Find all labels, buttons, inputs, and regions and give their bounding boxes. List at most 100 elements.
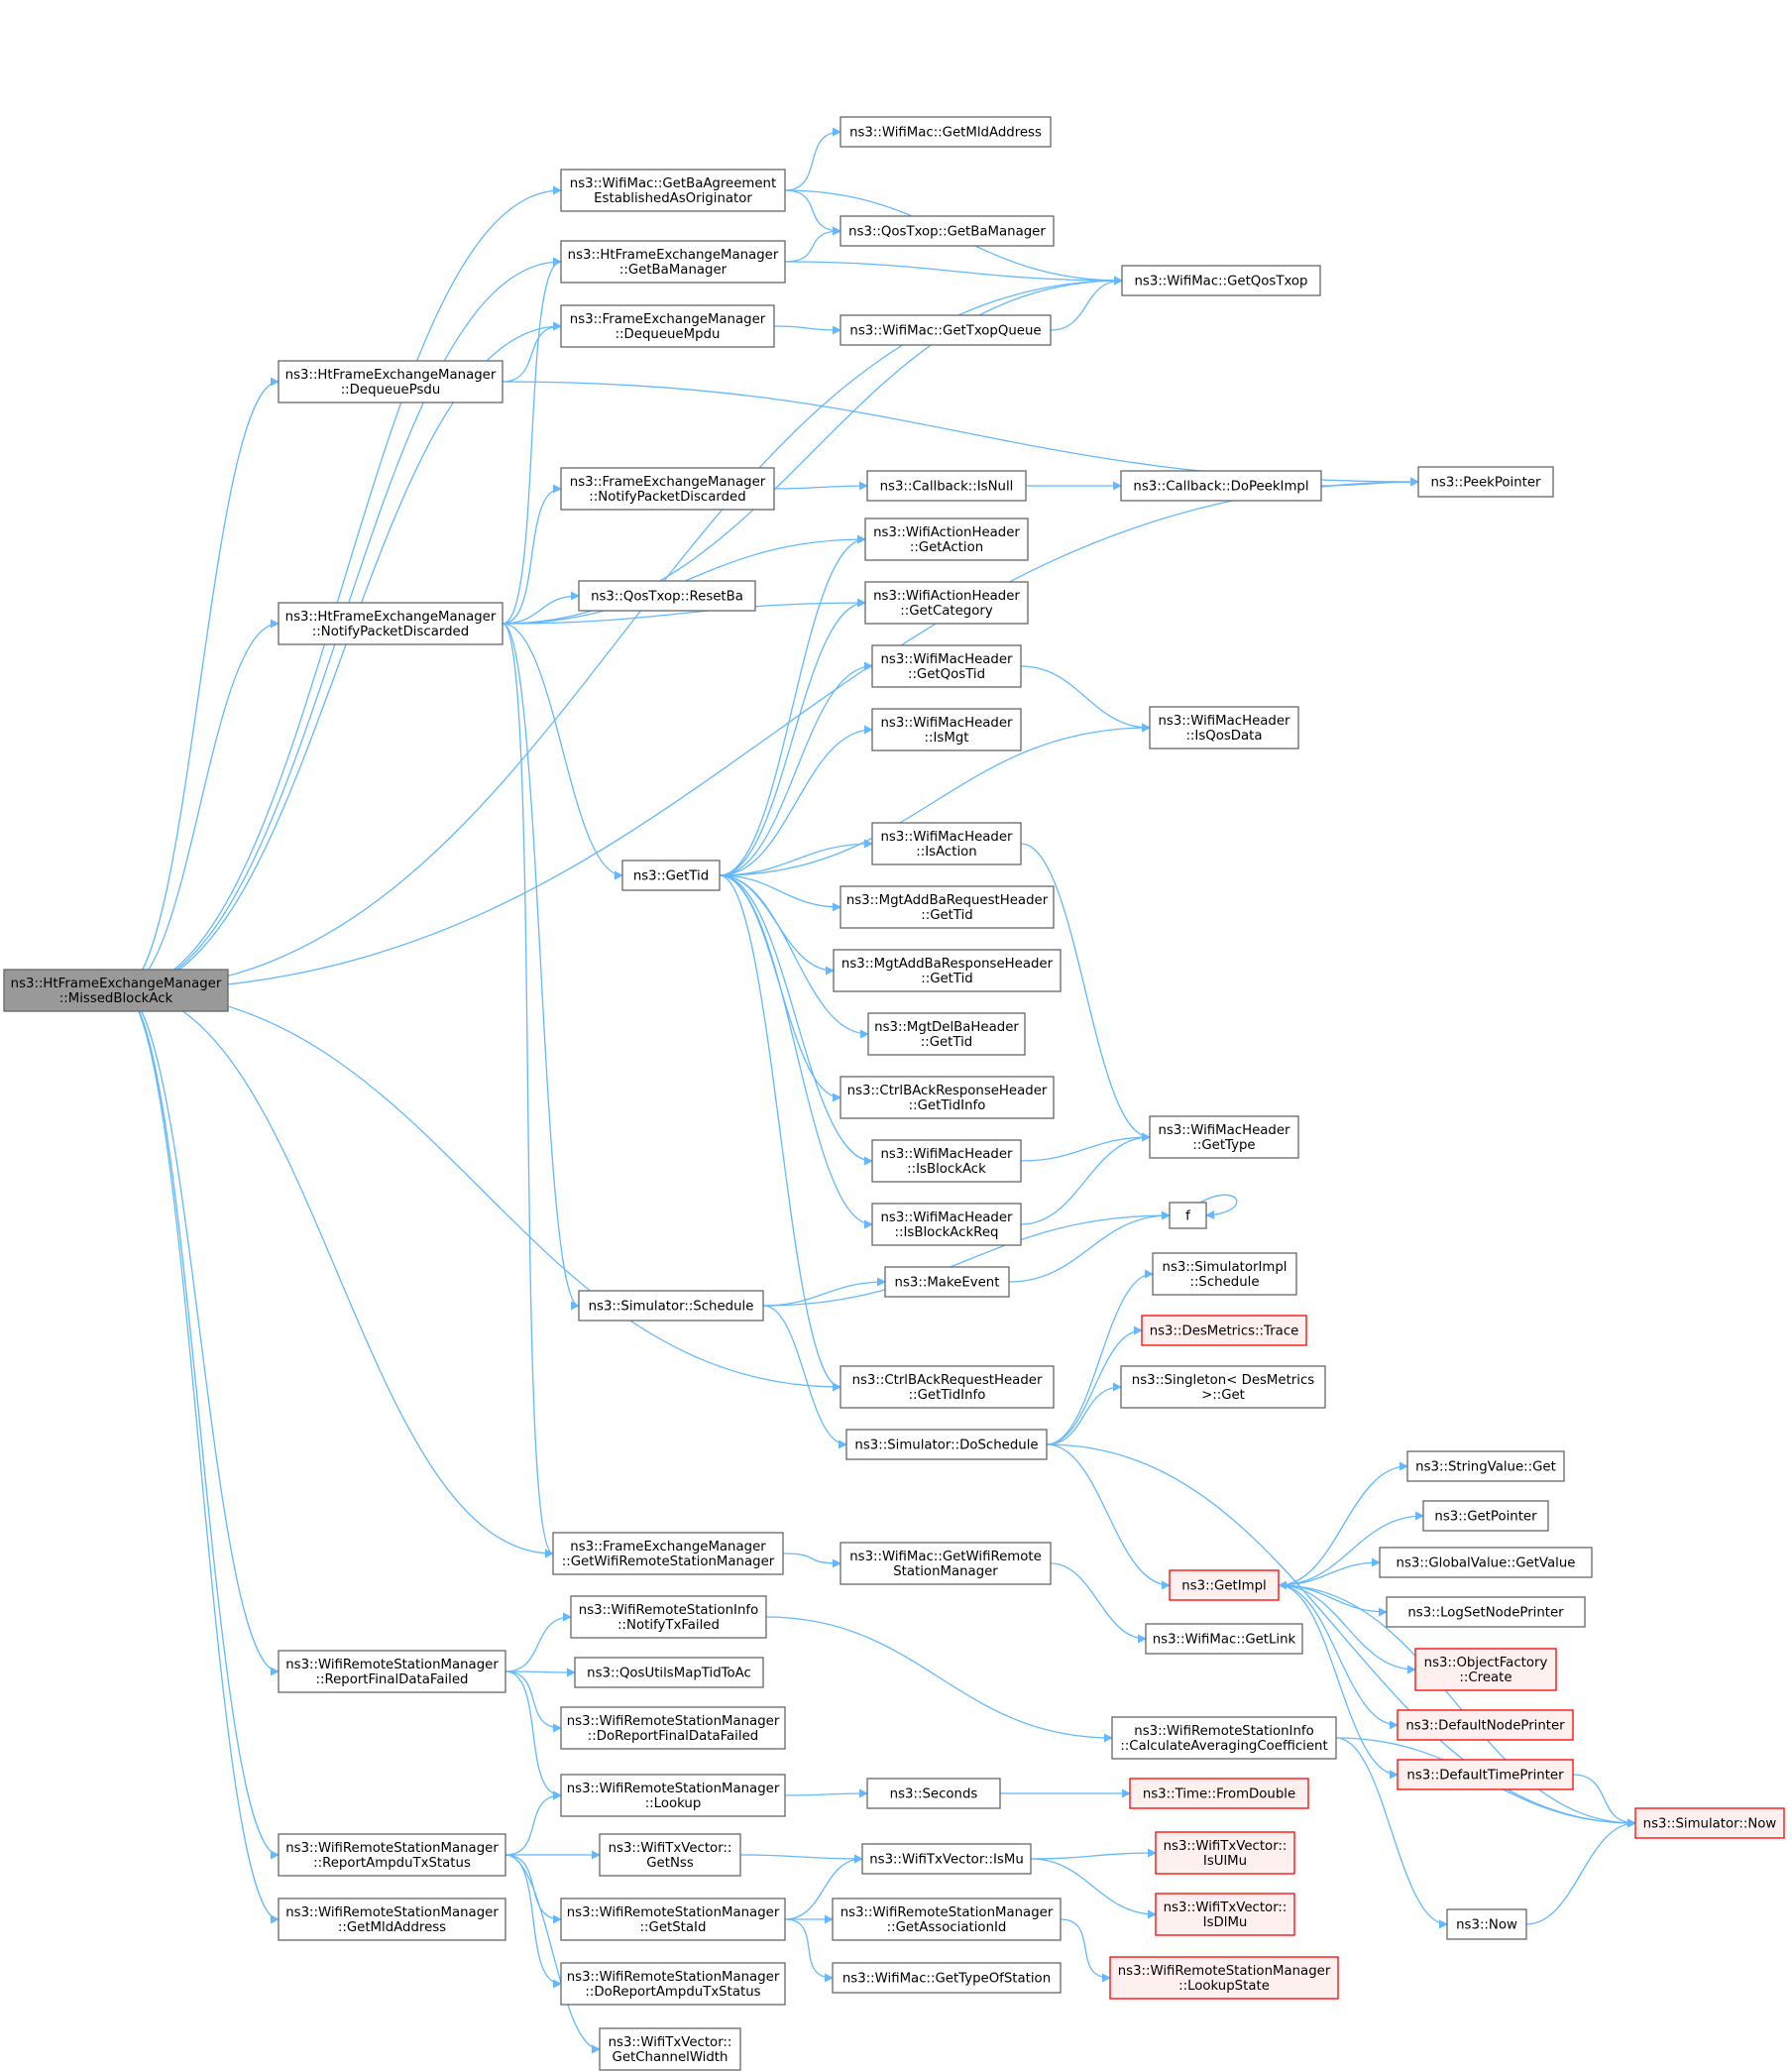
- node-get-category[interactable]: ns3::WifiActionHeader::GetCategory: [864, 581, 1029, 625]
- node-box: [1149, 706, 1299, 749]
- node-box: [1152, 1252, 1297, 1296]
- node-is-action[interactable]: ns3::WifiMacHeader::IsAction: [871, 822, 1022, 865]
- node-is-block-ack[interactable]: ns3::WifiMacHeader::IsBlockAck: [871, 1139, 1022, 1183]
- node-label: ns3::WifiMacHeader: [880, 716, 1013, 731]
- node-get-impl[interactable]: ns3::GetImpl: [1169, 1569, 1280, 1601]
- node-is-ul-mu[interactable]: ns3::WifiTxVector::IsUlMu: [1155, 1831, 1295, 1875]
- node-log-set-node[interactable]: ns3::LogSetNodePrinter: [1386, 1596, 1586, 1628]
- node-add-ba-resp-tid[interactable]: ns3::MgtAddBaResponseHeader::GetTid: [833, 949, 1062, 992]
- node-cb-is-null[interactable]: ns3::Callback::IsNull: [866, 470, 1027, 502]
- node-qos-get-ba-manager[interactable]: ns3::QosTxop::GetBaManager: [840, 215, 1055, 247]
- node-get-qos-txop[interactable]: ns3::WifiMac::GetQosTxop: [1121, 265, 1321, 296]
- node-label: ::NotifyPacketDiscarded: [312, 625, 469, 639]
- node-ctrl-req-tid[interactable]: ns3::CtrlBAckRequestHeader::GetTidInfo: [840, 1365, 1055, 1409]
- edge-get-nss-to-is-mu: [739, 1854, 863, 1864]
- node-is-dl-mu[interactable]: ns3::WifiTxVector::IsDlMu: [1155, 1893, 1295, 1936]
- node-get-type[interactable]: ns3::WifiMacHeader::GetType: [1149, 1115, 1299, 1159]
- node-mac-get-wrsm[interactable]: ns3::WifiMac::GetWifiRemoteStationManage…: [840, 1542, 1052, 1585]
- edge-now-fn-to-sim-now: [1525, 1818, 1636, 1925]
- node-get-sta-id[interactable]: ns3::WifiRemoteStationManager::GetStaId: [560, 1898, 786, 1941]
- edge-calc-avg-to-now-fn: [1335, 1737, 1448, 1929]
- node-report-ampdu[interactable]: ns3::WifiRemoteStationManager::ReportAmp…: [278, 1833, 506, 1877]
- node-singleton-get[interactable]: ns3::Singleton< DesMetrics>::Get: [1120, 1365, 1326, 1409]
- node-get-assoc-id[interactable]: ns3::WifiRemoteStationManager::GetAssoci…: [832, 1898, 1062, 1941]
- node-f[interactable]: f: [1169, 1202, 1207, 1229]
- node-label: ns3::WifiMacHeader: [880, 1147, 1013, 1162]
- node-is-qos-data[interactable]: ns3::WifiMacHeader::IsQosData: [1149, 706, 1299, 749]
- node-box: [840, 1365, 1055, 1409]
- node-report-final[interactable]: ns3::WifiRemoteStationManager::ReportFin…: [278, 1650, 506, 1693]
- node-string-get[interactable]: ns3::StringValue::Get: [1406, 1450, 1565, 1482]
- node-box: [1155, 1831, 1295, 1875]
- node-lookup[interactable]: ns3::WifiRemoteStationManager::Lookup: [560, 1774, 786, 1817]
- edge-root-to-get-qos-txop: [120, 276, 1123, 991]
- node-now-fn[interactable]: ns3::Now: [1446, 1908, 1527, 1940]
- node-seconds[interactable]: ns3::Seconds: [866, 1778, 1001, 1809]
- node-cb-do-peek[interactable]: ns3::Callback::DoPeekImpl: [1120, 470, 1322, 502]
- node-fem-get-wrsm[interactable]: ns3::FrameExchangeManager::GetWifiRemote…: [552, 1532, 784, 1575]
- node-label: ns3::WifiMac::GetLink: [1153, 1633, 1296, 1648]
- node-label: ns3::QosTxop::GetBaManager: [848, 225, 1046, 240]
- node-sim-now[interactable]: ns3::Simulator::Now: [1634, 1807, 1785, 1839]
- node-obj-factory-create[interactable]: ns3::ObjectFactory::Create: [1414, 1648, 1557, 1691]
- node-dequeue-mpdu[interactable]: ns3::FrameExchangeManager::DequeueMpdu: [560, 304, 775, 348]
- node-notify-tx-failed[interactable]: ns3::WifiRemoteStationInfo::NotifyTxFail…: [570, 1595, 767, 1639]
- node-is-mu[interactable]: ns3::WifiTxVector::IsMu: [861, 1843, 1032, 1875]
- edge-get-impl-to-global-get-value: [1278, 1557, 1381, 1586]
- node-do-report-ampdu[interactable]: ns3::WifiRemoteStationManager::DoReportA…: [560, 1962, 786, 2006]
- node-get-tid[interactable]: ns3::GetTid: [621, 860, 721, 891]
- node-box: [832, 1898, 1062, 1941]
- node-box: [621, 860, 721, 891]
- node-wrsm-get-mld[interactable]: ns3::WifiRemoteStationManager::GetMldAdd…: [278, 1898, 506, 1941]
- node-label: ::DequeuePsdu: [341, 383, 441, 398]
- node-get-ba-agreement[interactable]: ns3::WifiMac::GetBaAgreementEstablishedA…: [560, 169, 786, 212]
- node-do-schedule[interactable]: ns3::Simulator::DoSchedule: [845, 1429, 1048, 1460]
- node-peek-pointer[interactable]: ns3::PeekPointer: [1417, 466, 1554, 498]
- node-get-pointer[interactable]: ns3::GetPointer: [1422, 1500, 1549, 1532]
- edge-path: [1030, 1848, 1157, 1860]
- node-from-double[interactable]: ns3::Time::FromDouble: [1129, 1778, 1309, 1809]
- node-fem-notify[interactable]: ns3::FrameExchangeManager::NotifyPacketD…: [560, 467, 775, 511]
- node-default-time[interactable]: ns3::DefaultTimePrinter: [1397, 1759, 1574, 1790]
- node-label: ::GetAssociationId: [887, 1920, 1007, 1935]
- node-reset-ba[interactable]: ns3::QosTxop::ResetBa: [578, 580, 756, 612]
- node-qos-utils-map[interactable]: ns3::QosUtilsMapTidToAc: [574, 1657, 764, 1688]
- node-ht-notify[interactable]: ns3::HtFrameExchangeManager::NotifyPacke…: [278, 602, 504, 645]
- node-calc-avg[interactable]: ns3::WifiRemoteStationInfo::CalculateAve…: [1111, 1716, 1337, 1760]
- node-do-report-final[interactable]: ns3::WifiRemoteStationManager::DoReportF…: [560, 1706, 786, 1750]
- node-label: ns3::ObjectFactory: [1424, 1656, 1548, 1670]
- node-label: ns3::WifiTxVector::: [609, 1841, 732, 1856]
- node-box: [1417, 466, 1554, 498]
- node-ht-get-ba-manager[interactable]: ns3::HtFrameExchangeManager::GetBaManage…: [560, 240, 786, 284]
- node-global-get-value[interactable]: ns3::GlobalValue::GetValue: [1379, 1547, 1593, 1578]
- node-is-block-ack-req[interactable]: ns3::WifiMacHeader::IsBlockAckReq: [871, 1203, 1022, 1246]
- node-label: ns3::QosUtilsMapTidToAc: [587, 1667, 751, 1681]
- edge-path: [502, 623, 580, 1311]
- node-dequeue-psdu[interactable]: ns3::HtFrameExchangeManager::DequeuePsdu: [278, 360, 504, 403]
- node-get-qos-tid[interactable]: ns3::WifiMacHeader::GetQosTid: [871, 644, 1022, 688]
- edge-get-tid-to-del-ba-tid: [719, 874, 869, 1039]
- node-make-event[interactable]: ns3::MakeEvent: [884, 1266, 1010, 1298]
- node-get-channel-width[interactable]: ns3::WifiTxVector::GetChannelWidth: [599, 2027, 741, 2071]
- node-is-mgt[interactable]: ns3::WifiMacHeader::IsMgt: [871, 708, 1022, 751]
- node-sim-schedule[interactable]: ns3::Simulator::Schedule: [578, 1290, 764, 1322]
- node-get-link[interactable]: ns3::WifiMac::GetLink: [1145, 1623, 1303, 1655]
- edge-path: [1278, 1584, 1399, 1730]
- node-get-mld-address[interactable]: ns3::WifiMac::GetMldAddress: [840, 116, 1052, 148]
- node-get-txop-queue[interactable]: ns3::WifiMac::GetTxopQueue: [840, 314, 1052, 346]
- node-default-node[interactable]: ns3::DefaultNodePrinter: [1397, 1709, 1574, 1741]
- node-get-action[interactable]: ns3::WifiActionHeader::GetAction: [864, 518, 1029, 561]
- node-del-ba-tid[interactable]: ns3::MgtDelBaHeader::GetTid: [867, 1012, 1026, 1056]
- node-ctrl-resp-tid[interactable]: ns3::CtrlBAckResponseHeader::GetTidInfo: [840, 1076, 1055, 1119]
- node-root[interactable]: ns3::HtFrameExchangeManager::MissedBlock…: [3, 969, 229, 1012]
- edge-path: [1278, 1557, 1381, 1586]
- node-des-trace[interactable]: ns3::DesMetrics::Trace: [1141, 1315, 1307, 1346]
- node-sim-impl-schedule[interactable]: ns3::SimulatorImpl::Schedule: [1152, 1252, 1297, 1296]
- node-lookup-state[interactable]: ns3::WifiRemoteStationManager::LookupSta…: [1109, 1956, 1339, 2000]
- node-box: [861, 1843, 1032, 1875]
- node-get-nss[interactable]: ns3::WifiTxVector::GetNss: [599, 1833, 741, 1877]
- node-get-type-of-station[interactable]: ns3::WifiMac::GetTypeOfStation: [832, 1962, 1062, 1994]
- edge-path: [1278, 1584, 1416, 1674]
- node-box: [1169, 1569, 1280, 1601]
- node-add-ba-req-tid[interactable]: ns3::MgtAddBaRequestHeader::GetTid: [840, 885, 1055, 929]
